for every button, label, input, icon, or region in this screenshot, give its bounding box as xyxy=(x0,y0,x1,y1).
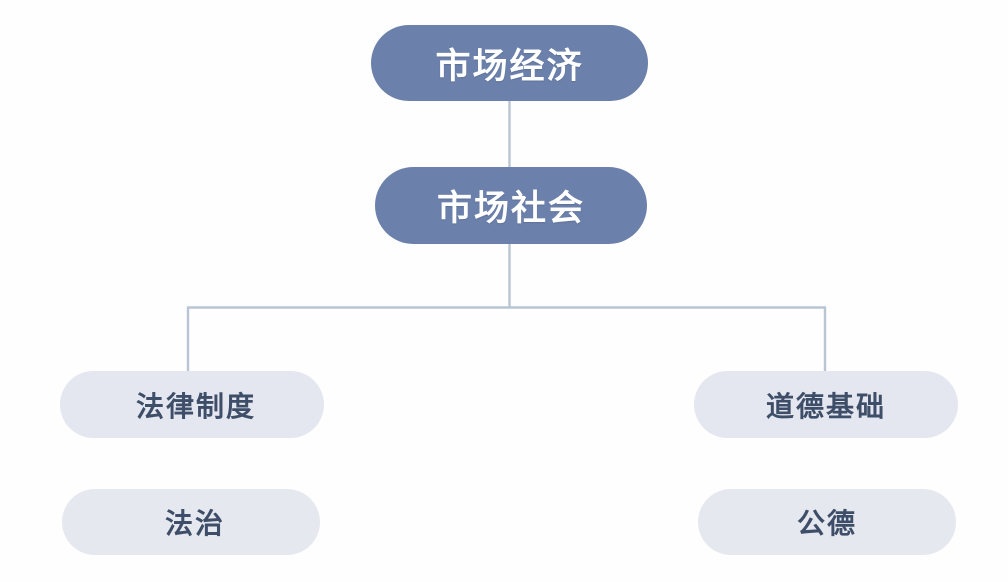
node-market-society[interactable]: 市场社会 xyxy=(375,167,647,244)
node-moral-basis[interactable]: 道德基础 xyxy=(694,371,958,438)
node-rule-of-law-label: 法治 xyxy=(164,507,225,540)
node-public-morality[interactable]: 公德 xyxy=(698,489,956,555)
node-market-economy[interactable]: 市场经济 xyxy=(371,25,648,101)
node-market-society-label: 市场社会 xyxy=(436,189,585,229)
node-moral-basis-label: 道德基础 xyxy=(765,389,886,423)
node-market-economy-label: 市场经济 xyxy=(435,46,584,87)
node-public-morality-label: 公德 xyxy=(796,507,857,540)
node-rule-of-law[interactable]: 法治 xyxy=(62,489,320,555)
node-legal-system[interactable]: 法律制度 xyxy=(60,371,324,438)
node-legal-system-label: 法律制度 xyxy=(135,389,256,423)
